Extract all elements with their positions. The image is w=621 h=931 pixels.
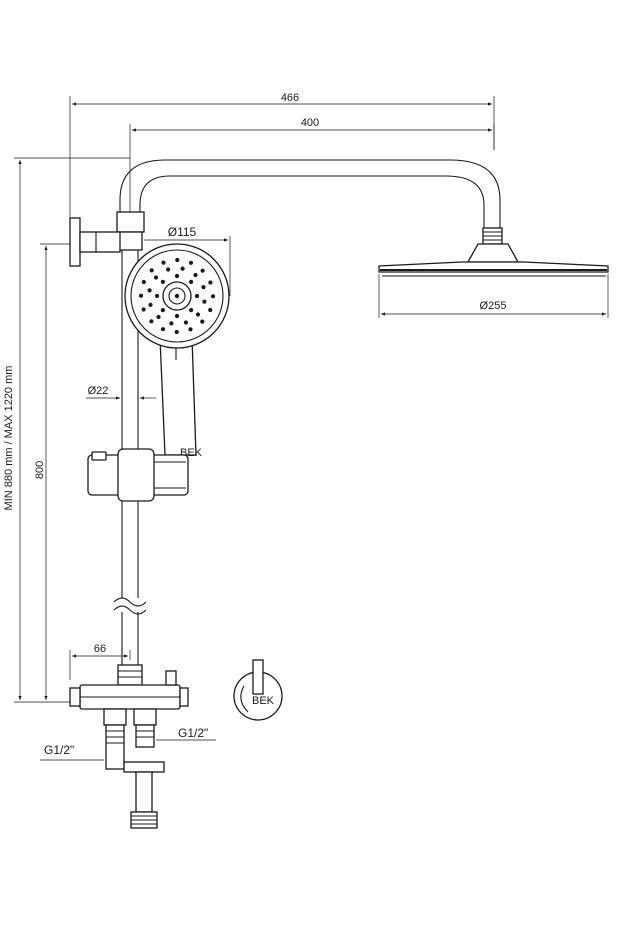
hand-shower-nozzles <box>138 257 216 335</box>
nozzle-hole <box>166 267 171 272</box>
nozzle-hole <box>200 268 205 273</box>
nozzle-hole <box>175 257 180 263</box>
dimension-400: 400 <box>129 117 495 220</box>
dimension-800: 800 <box>34 243 80 700</box>
nozzle-hole <box>160 327 166 332</box>
nozzle-hole <box>174 329 179 335</box>
dimension-66: 66 <box>69 643 131 680</box>
nozzle-hole <box>138 293 144 298</box>
nozzle-hole <box>147 288 152 293</box>
thread-right-label: G1/2" <box>178 726 208 740</box>
nozzle-hole <box>200 319 205 324</box>
inlet-connectors <box>103 708 165 829</box>
nozzle-hole <box>193 272 198 278</box>
wall-bracket <box>69 217 121 267</box>
dimension-head-dia: Ø255 <box>378 274 609 318</box>
nozzle-hole <box>161 260 166 265</box>
dimension-400-label: 400 <box>301 117 319 129</box>
nozzle-hole <box>202 299 207 304</box>
dimension-bar-dia: Ø22 <box>86 385 156 400</box>
dimension-height-range-label: MIN 880 mm / MAX 1220 mm <box>3 366 15 511</box>
nozzle-hole <box>141 279 146 285</box>
nozzle-hole <box>210 294 216 299</box>
dimension-head-dia-label: Ø255 <box>480 300 507 312</box>
dimension-466-label: 466 <box>281 92 299 104</box>
thread-left-label: G1/2" <box>44 743 74 757</box>
nozzle-hole <box>160 308 165 313</box>
nozzle-hole <box>148 302 153 307</box>
valve-side-view: BEK <box>233 659 283 721</box>
nozzle-hole <box>174 273 180 279</box>
nozzle-hole <box>188 260 194 265</box>
nozzle-hole <box>174 313 180 319</box>
nozzle-hole <box>149 319 154 324</box>
dimension-466: 466 <box>69 92 495 240</box>
nozzle-hole <box>183 320 188 325</box>
thread-label-right: G1/2" <box>156 726 216 741</box>
nozzle-hole <box>169 321 174 326</box>
upper-bar-connector <box>116 211 145 251</box>
nozzle-hole <box>149 268 154 273</box>
mixer-valve <box>69 664 189 710</box>
nozzle-hole <box>208 307 213 313</box>
head-connector <box>466 227 520 263</box>
nozzle-hole <box>195 312 201 317</box>
nozzle-hole <box>208 280 213 285</box>
nozzle-hole <box>201 285 206 290</box>
shower-head <box>378 261 609 277</box>
dimension-800-label: 800 <box>34 461 46 479</box>
dimension-bar-dia-label: Ø22 <box>88 385 109 397</box>
nozzle-hole <box>156 314 161 320</box>
nozzle-hole <box>188 327 193 332</box>
nozzle-hole <box>141 307 146 312</box>
nozzle-hole <box>194 293 200 299</box>
dimension-66-label: 66 <box>94 643 106 655</box>
slider-holder <box>87 448 189 502</box>
dimension-height-range: MIN 880 mm / MAX 1220 mm <box>3 157 130 703</box>
valve-side-logo: BEK <box>252 695 275 707</box>
nozzle-hole <box>153 275 159 280</box>
dimension-hand-shower-dia-label: Ø115 <box>168 225 197 239</box>
shower-arm <box>119 159 501 228</box>
thread-label-left: G1/2" <box>40 743 104 761</box>
nozzle-hole <box>189 279 194 284</box>
nozzle-hole <box>160 279 165 284</box>
dimension-hand-shower-dia: Ø115 <box>144 225 231 296</box>
nozzle-hole <box>180 266 185 271</box>
nozzle-hole <box>189 308 194 313</box>
nozzle-hole <box>154 293 160 299</box>
